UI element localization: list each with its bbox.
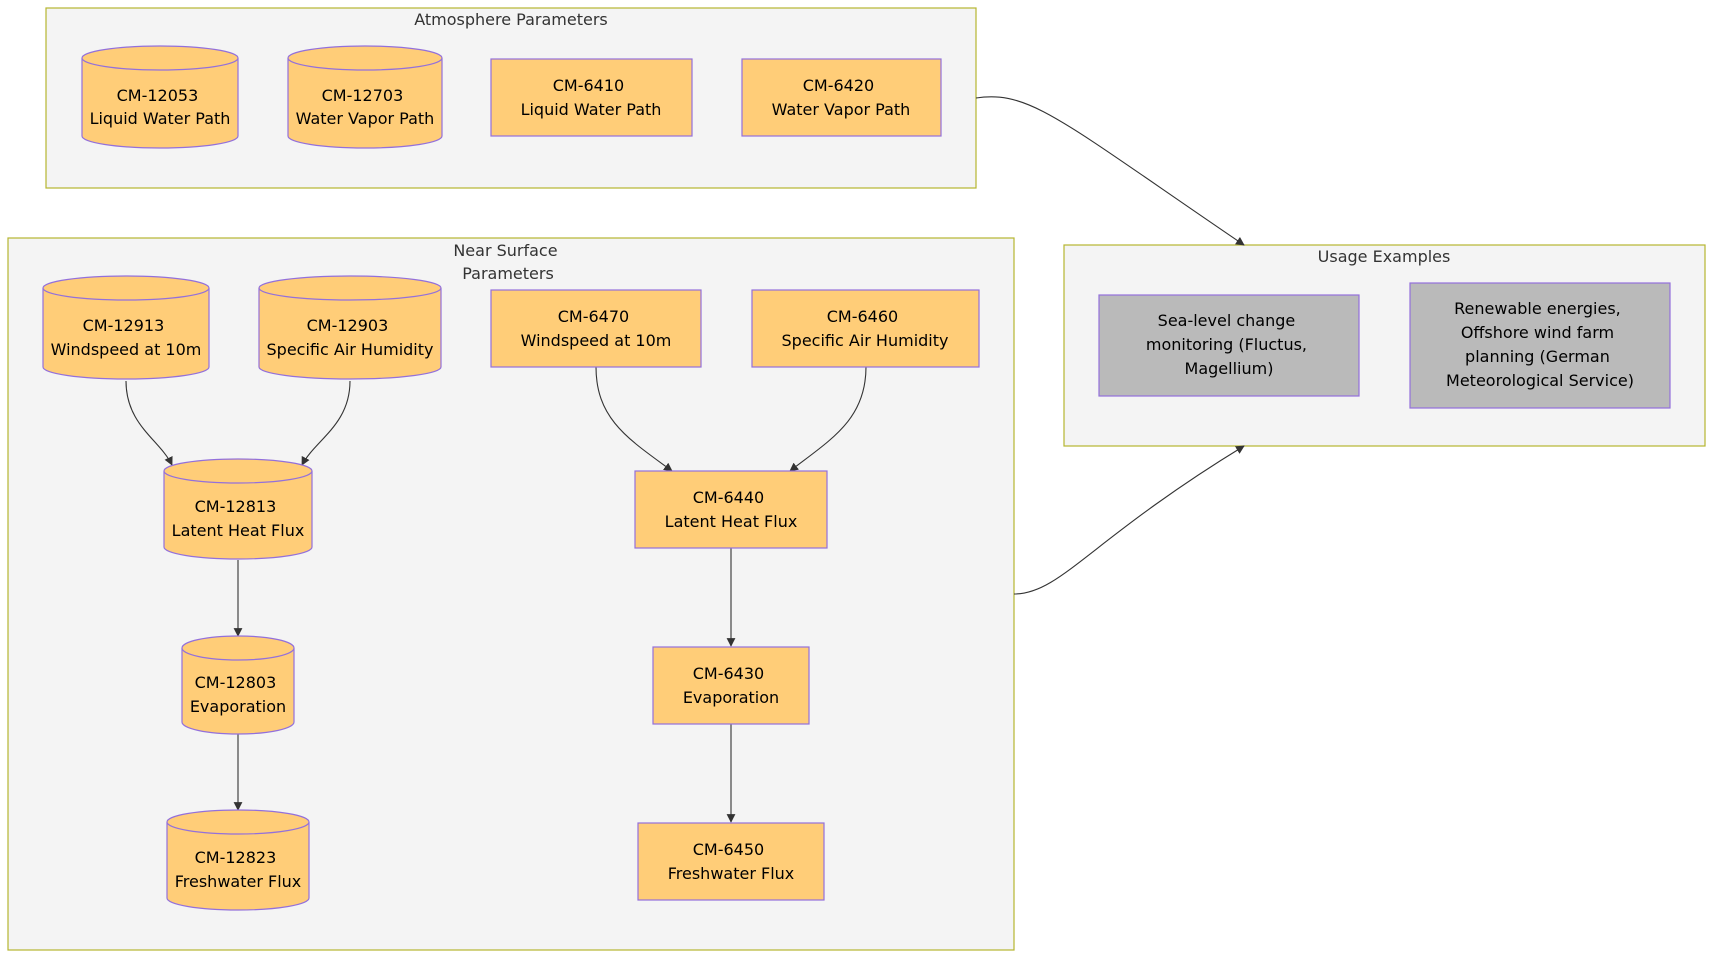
node-cm-12703[interactable]: CM-12703 Water Vapor Path: [287, 45, 443, 149]
edge-cm6460-to-cm6440: [789, 366, 867, 472]
edge-cm12903-to-cm12813: [301, 380, 351, 466]
edges: [125, 96, 1245, 823]
edge-cm6470-to-cm6440: [595, 366, 673, 472]
edge-cm12913-to-cm12813: [125, 380, 173, 466]
svg-text:CM-6450 Freshwater Flux: CM-6450 Freshwater Flux: [668, 840, 795, 883]
svg-text:CM-12913 Windspeed at 10: CM-12913 Windspeed at 10m: [51, 316, 202, 359]
node-cm-12053[interactable]: CM-12053 Liquid Water Path: [81, 45, 239, 149]
svg-text:CM-12813 Latent Heat Flu: CM-12813 Latent Heat Flux: [172, 497, 305, 540]
node-cm-12813[interactable]: CM-12813 Latent Heat Flux: [163, 458, 313, 560]
cluster-atmosphere-label: Atmosphere Parameters: [414, 10, 608, 29]
svg-text:CM-6470 Windspeed at 10m: CM-6470 Windspeed at 10m: [521, 307, 672, 350]
svg-text:CM-6410 Liquid Water Pat: CM-6410 Liquid Water Path: [521, 76, 662, 119]
edge-near-surface-to-usage: [1013, 445, 1245, 595]
svg-text:Sea-level change monitor: Sea-level change monitoring (Fluctus, Ma…: [1146, 311, 1312, 378]
svg-text:CM-12803 Evaporation: CM-12803 Evaporation: [190, 673, 286, 716]
node-usage-sea-level-change[interactable]: Sea-level change monitoring (Fluctus, Ma…: [1098, 294, 1360, 397]
svg-text:Renewable energies, Offs: Renewable energies, Offshore wind farm p…: [1446, 299, 1634, 390]
node-cm-6470[interactable]: CM-6470 Windspeed at 10m: [490, 289, 702, 368]
svg-text:CM-6460 Specific Air Hum: CM-6460 Specific Air Humidity: [782, 307, 949, 350]
node-cm-12803[interactable]: CM-12803 Evaporation: [181, 635, 295, 735]
node-cm-6430[interactable]: CM-6430 Evaporation: [652, 646, 810, 725]
node-cm-12903[interactable]: CM-12903 Specific Air Humidity: [258, 275, 442, 380]
node-cm-6460[interactable]: CM-6460 Specific Air Humidity: [751, 289, 980, 368]
cluster-usage-label: Usage Examples: [1318, 247, 1451, 266]
node-cm-6410[interactable]: CM-6410 Liquid Water Path: [490, 58, 693, 137]
node-cm-6440[interactable]: CM-6440 Latent Heat Flux: [634, 470, 828, 549]
svg-text:CM-12053 Liquid Water Pa: CM-12053 Liquid Water Path: [90, 86, 231, 128]
svg-text:CM-6430 Evaporation: CM-6430 Evaporation: [683, 664, 779, 707]
svg-text:CM-12703 Water Vapor Pat: CM-12703 Water Vapor Path: [296, 86, 435, 128]
node-usage-renewable-energies[interactable]: Renewable energies, Offshore wind farm p…: [1409, 282, 1671, 409]
node-cm-6420[interactable]: CM-6420 Water Vapor Path: [741, 58, 942, 137]
node-cm-12823[interactable]: CM-12823 Freshwater Flux: [166, 809, 310, 911]
svg-text:CM-6440 Latent Heat Flux: CM-6440 Latent Heat Flux: [665, 488, 798, 531]
svg-text:CM-6420 Water Vapor Path: CM-6420 Water Vapor Path: [772, 76, 911, 119]
svg-text:CM-12823 Freshwater Flux: CM-12823 Freshwater Flux: [175, 848, 302, 891]
cluster-near-surface-label: Near Surface Parameters: [453, 241, 562, 283]
node-cm-6450[interactable]: CM-6450 Freshwater Flux: [637, 822, 825, 901]
node-cm-12913[interactable]: CM-12913 Windspeed at 10m: [42, 275, 210, 380]
edge-atmosphere-to-usage: [975, 96, 1245, 246]
svg-text:CM-12903 Specific Air Hu: CM-12903 Specific Air Humidity: [267, 316, 434, 359]
